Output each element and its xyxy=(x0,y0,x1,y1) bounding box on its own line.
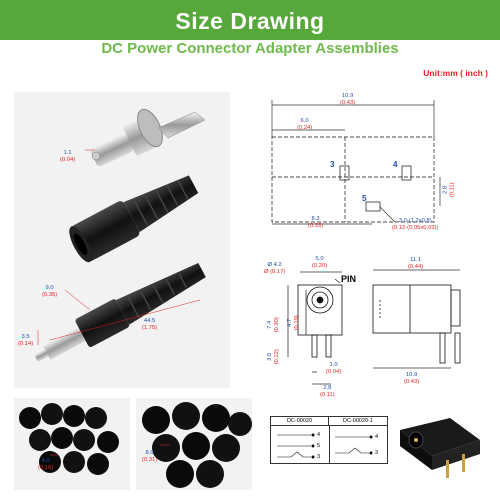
dim-length: 44.5(1.75) xyxy=(142,318,158,331)
legend-pin-d: 4 xyxy=(375,434,379,440)
legend-pin-c: 3 xyxy=(317,454,321,460)
legend-pin-e: 3 xyxy=(375,450,379,456)
dim-top-inner: 6.0(0.24) xyxy=(297,118,313,131)
tube-image-small xyxy=(19,403,119,475)
dim-top-bottom: 8.3(0.33) xyxy=(308,216,324,229)
plug-with-pin-image xyxy=(34,263,206,362)
dim-front-low: 3.0(0.12) xyxy=(266,349,280,365)
dim-plug-dia: 9.0(0.35) xyxy=(42,285,58,298)
dim-pin-dia: 3.5(0.14) xyxy=(18,334,34,347)
dim-top-height: 2.8(0.11) xyxy=(442,182,456,198)
pin-5-label: 5 xyxy=(362,194,367,203)
dc-jack-photo xyxy=(400,418,480,478)
dim-front-inner: 4.7(0.19) xyxy=(286,315,300,331)
legend-schematic xyxy=(277,433,373,459)
unit-label: Unit:mm ( inch ) xyxy=(423,68,488,78)
legend-pin-a: 4 xyxy=(317,432,321,438)
dim-leg-width: 1.0(0.04) xyxy=(326,362,342,375)
photo-dim-lines xyxy=(37,149,201,345)
legend-pin-b: 5 xyxy=(317,443,321,449)
dim-tip: 1.1(0.04) xyxy=(60,150,76,163)
dim-front-width: 5.0(0.20) xyxy=(312,256,328,269)
dim-leg-gap: 2.8(0.11) xyxy=(320,385,335,398)
side-view-drawing xyxy=(372,269,461,369)
page-title: Size Drawing xyxy=(175,8,325,34)
dim-side-bottom: 10.9(0.43) xyxy=(404,372,420,385)
pin-3-label: 3 xyxy=(330,160,335,169)
dim-side-top: 11.1(0.44) xyxy=(408,257,424,270)
dim-tube-small: 4.0(0.16) xyxy=(38,458,54,471)
dim-tube-large: 8.0(0.31) xyxy=(142,450,158,463)
pin-4-label: 4 xyxy=(393,160,398,169)
plug-with-sleeve-image xyxy=(69,175,199,263)
dim-slot: 3.0-(1.2x0.8)(0.12-(0.05x0.03)) xyxy=(392,218,439,231)
front-view-drawing xyxy=(287,271,343,385)
dim-top-width: 10.9(0.43) xyxy=(340,93,356,106)
legend-col1-head: DC-00020 xyxy=(271,417,329,426)
page-subtitle: DC Power Connector Adapter Assemblies xyxy=(101,40,399,57)
legend-col2-head: DC-00020-1 xyxy=(329,417,387,426)
footprint-drawing xyxy=(271,100,441,225)
tube-image-large xyxy=(142,402,252,488)
pinout-legend: DC-00020 DC-00020-1 4 5 3 4 3 xyxy=(270,416,388,464)
dim-front-height: 7.4(0.30) xyxy=(266,317,280,333)
pin-label: PIN xyxy=(341,274,357,284)
metal-jack-image xyxy=(90,108,206,167)
tube-dim-lines xyxy=(50,444,170,456)
title-banner xyxy=(0,0,500,40)
